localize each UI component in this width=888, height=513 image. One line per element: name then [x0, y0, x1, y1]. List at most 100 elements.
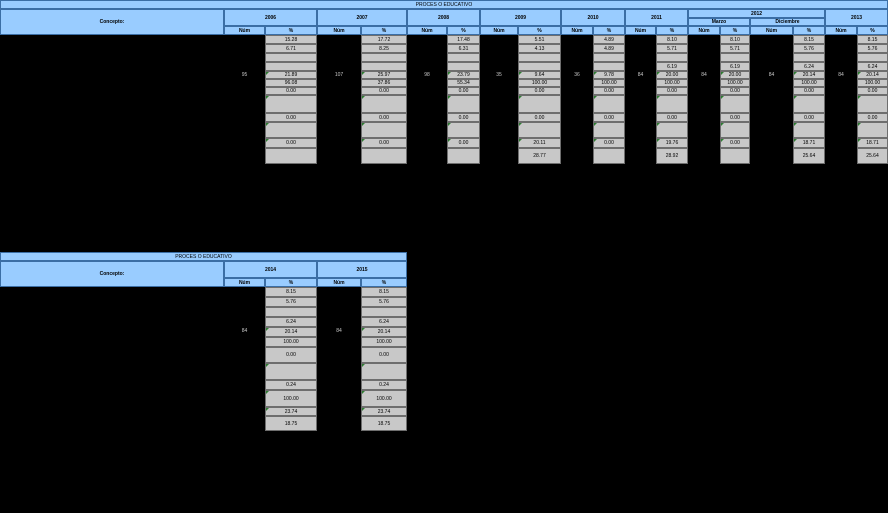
table-1-pct-header: %	[857, 26, 888, 35]
percent-cell: 100.00	[857, 79, 888, 87]
year-header-2014: 2014	[224, 261, 317, 278]
percent-cell	[656, 53, 688, 62]
percent-cell: 0.00	[857, 87, 888, 95]
year-header-2010: 2010	[561, 9, 625, 26]
percent-cell	[265, 307, 317, 317]
count-value: 98	[424, 72, 430, 78]
percent-cell: 4.89	[593, 35, 625, 44]
percent-cell: 6.24	[857, 62, 888, 71]
percent-cell	[857, 53, 888, 62]
percent-cell: 21.89	[265, 71, 317, 79]
count-value: 35	[496, 72, 502, 78]
percent-cell: 5.76	[265, 297, 317, 307]
percent-cell: 6.31	[447, 44, 480, 53]
percent-cell: 0.00	[265, 113, 317, 122]
percent-cell	[447, 53, 480, 62]
percent-cell: 0.24	[265, 380, 317, 390]
percent-cell: 17.72	[361, 35, 407, 44]
percent-cell	[793, 53, 825, 62]
table-1-num-header: Núm	[224, 26, 265, 35]
percent-cell: 0.00	[857, 113, 888, 122]
percent-cell	[518, 62, 561, 71]
table-1-pct-header: %	[518, 26, 561, 35]
year-header-2012: 2012	[688, 9, 825, 18]
percent-cell	[593, 95, 625, 113]
count-value: 84	[701, 72, 707, 78]
year-header-2007: 2007	[317, 9, 407, 26]
percent-cell: 9.64	[518, 71, 561, 79]
percent-cell: 0.00	[720, 138, 750, 148]
percent-cell: 0.00	[518, 113, 561, 122]
percent-cell: 0.00	[656, 113, 688, 122]
percent-cell	[593, 53, 625, 62]
percent-cell: 0.00	[361, 347, 407, 363]
percent-cell	[361, 122, 407, 138]
year-header-2013: 2013	[825, 9, 888, 26]
percent-cell: 0.00	[720, 87, 750, 95]
percent-cell: 5.71	[720, 44, 750, 53]
percent-cell	[361, 363, 407, 380]
count-value: 84	[241, 328, 248, 334]
percent-cell: 5.51	[518, 35, 561, 44]
percent-cell	[656, 95, 688, 113]
percent-cell: 23.79	[447, 71, 480, 79]
percent-cell: 37.86	[361, 79, 407, 87]
percent-cell: 8.25	[361, 44, 407, 53]
percent-cell: 0.00	[720, 113, 750, 122]
percent-cell	[793, 122, 825, 138]
table-1-num-header: Núm	[688, 26, 720, 35]
percent-cell: 100.00	[265, 337, 317, 347]
percent-cell: 4.13	[518, 44, 561, 53]
percent-cell	[361, 95, 407, 113]
table-1-pct-header: %	[720, 26, 750, 35]
percent-cell: 0.00	[793, 87, 825, 95]
table-2-num-header: Núm	[224, 278, 265, 287]
year-header-2008: 2008	[407, 9, 480, 26]
percent-cell: 18.71	[793, 138, 825, 148]
count-value: 95	[241, 72, 248, 78]
percent-cell: 0.00	[447, 113, 480, 122]
percent-cell: 6.19	[656, 62, 688, 71]
percent-cell: 19.76	[656, 138, 688, 148]
percent-cell: 100.00	[361, 390, 407, 407]
percent-cell	[518, 53, 561, 62]
percent-cell: 0.00	[265, 87, 317, 95]
percent-cell	[793, 95, 825, 113]
count-value: 84	[637, 72, 644, 78]
percent-cell	[720, 53, 750, 62]
count-value: 84	[768, 72, 775, 78]
percent-cell	[720, 148, 750, 164]
table-1-title: PROCES O EDUCATIVO	[0, 0, 888, 9]
percent-cell: 23.74	[265, 407, 317, 416]
percent-cell: 8.10	[656, 35, 688, 44]
percent-cell	[720, 95, 750, 113]
table-1-pct-header: %	[593, 26, 625, 35]
table-1-num-header: Núm	[407, 26, 447, 35]
count-value: 107	[334, 72, 344, 78]
percent-cell: 100.00	[720, 79, 750, 87]
percent-cell: 20.00	[720, 71, 750, 79]
percent-cell	[361, 148, 407, 164]
table-1-num-header: Núm	[625, 26, 656, 35]
table-1-pct-header: %	[447, 26, 480, 35]
percent-cell: 28.77	[518, 148, 561, 164]
percent-cell: 5.71	[656, 44, 688, 53]
percent-cell	[361, 307, 407, 317]
percent-cell	[656, 122, 688, 138]
table-2-num-header: Núm	[317, 278, 361, 287]
percent-cell: 8.10	[720, 35, 750, 44]
percent-cell: 23.74	[361, 407, 407, 416]
table-1-num-header: Núm	[561, 26, 593, 35]
percent-cell	[593, 148, 625, 164]
percent-cell	[265, 148, 317, 164]
percent-cell	[593, 62, 625, 71]
year-header-2011: 2011	[625, 9, 688, 26]
percent-cell: 5.76	[361, 297, 407, 307]
percent-cell	[361, 62, 407, 71]
percent-cell: 100.00	[361, 337, 407, 347]
table-1-num-header: Núm	[317, 26, 361, 35]
percent-cell: 100.00	[265, 390, 317, 407]
percent-cell: 20.14	[265, 327, 317, 337]
percent-cell	[447, 62, 480, 71]
percent-cell: 25.64	[857, 148, 888, 164]
